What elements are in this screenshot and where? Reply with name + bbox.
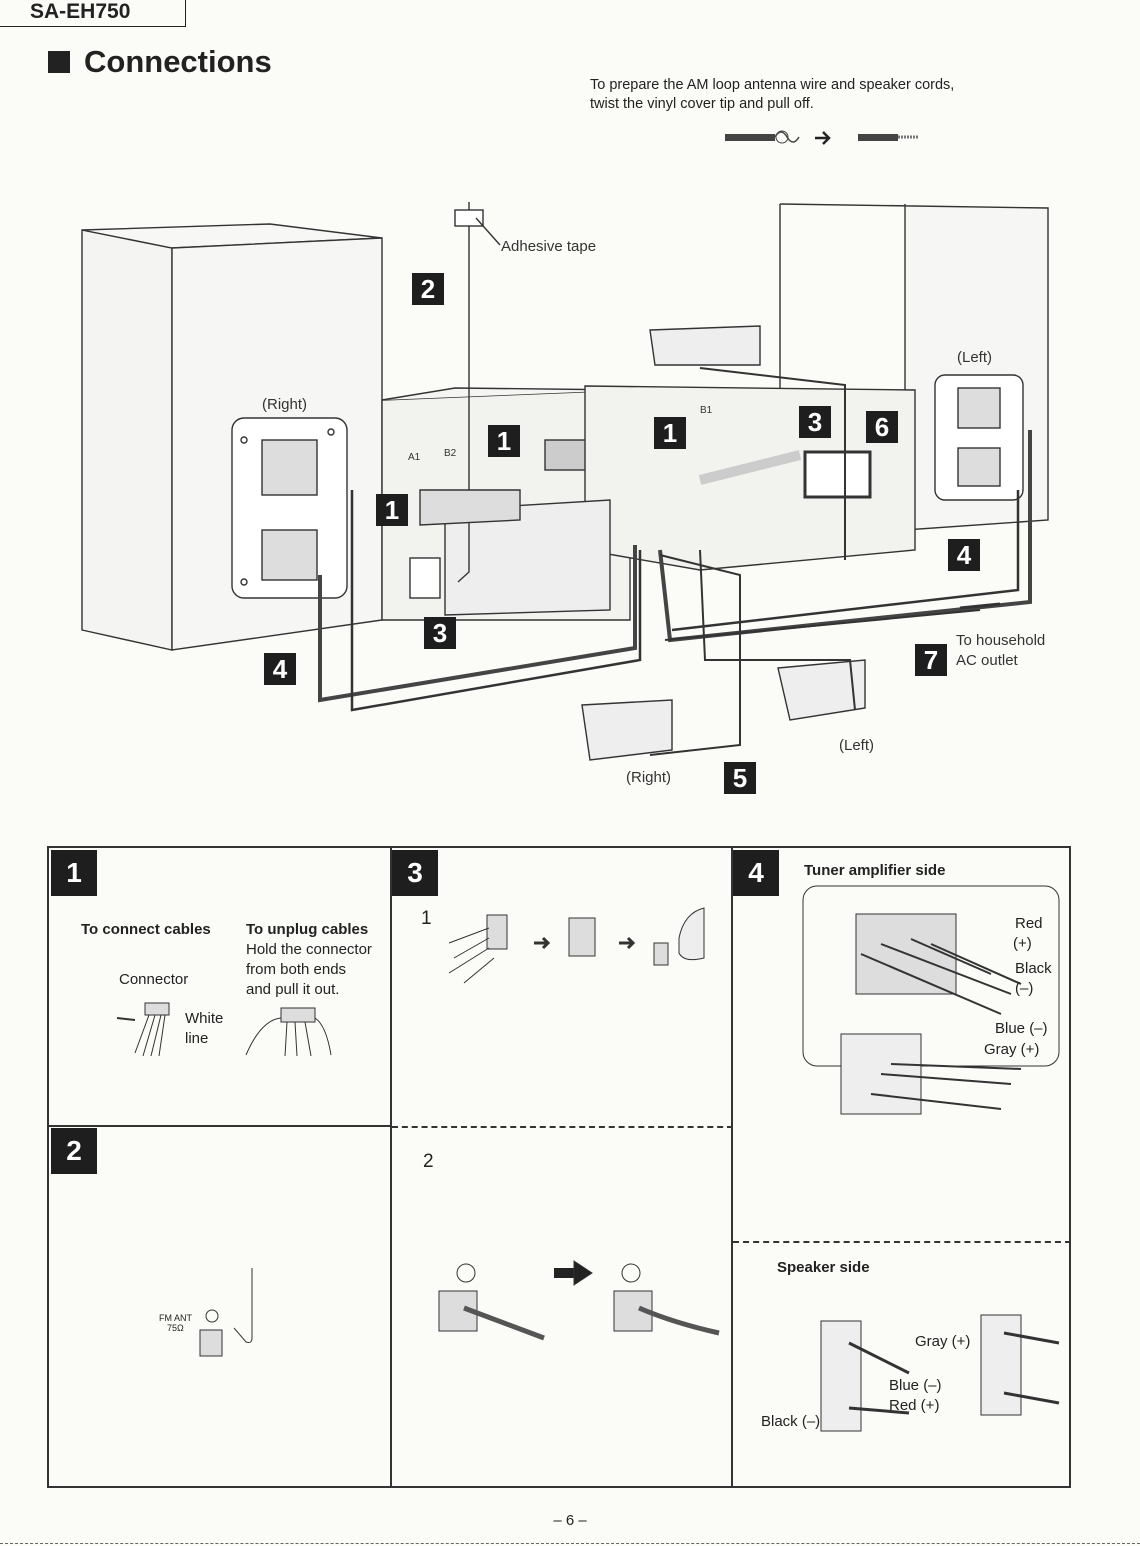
instruction-panels: 1 To connect cables Connector White line… [47,846,1071,1488]
speaker-side-title: Speaker side [777,1259,870,1276]
black-sign: (–) [1015,980,1034,997]
dashed-divider [392,1126,733,1128]
label-right-surround: (Right) [626,769,672,786]
step-2-label: 2 [423,1151,434,1172]
dashed-divider [733,1241,1071,1243]
sp-gray-label: Gray (+) [915,1333,971,1350]
badge-4-right: 4 [948,539,980,571]
divider [49,1125,392,1127]
panel-3-number: 3 [392,850,438,896]
badge-6: 6 [866,411,898,443]
sp-red-label: Red (+) [889,1397,940,1414]
black-label: Black [1015,960,1052,977]
model-number: SA-EH750 [0,0,186,27]
badge-7: 7 [915,644,947,676]
connect-cable-illustration [116,1002,170,1057]
badge-5: 5 [724,762,756,794]
divider [731,848,733,1486]
wire-prep-illustration [725,130,918,145]
panel-2-number: 2 [51,1128,97,1174]
ohm-label: 75Ω [167,1323,184,1333]
fm-antenna-illustration [199,1268,253,1357]
badge-1-left: 1 [376,494,408,526]
step-1-label: 1 [421,908,432,929]
gray-label: Gray (+) [984,1041,1040,1058]
unplug-text-1: Hold the connector [246,941,372,958]
sp-black-label: Black (–) [761,1413,821,1430]
label-left-speaker: (Left) [957,349,993,366]
tuner-amp-side-title: Tuner amplifier side [804,862,946,879]
unplug-cable-illustration [245,1007,332,1057]
connector-label: Connector [119,971,189,988]
step-1-illustration [448,907,705,984]
label-right-speaker: (Right) [262,396,308,413]
unplug-cables-title: To unplug cables [246,921,369,938]
sp-blue-label: Blue (–) [889,1377,942,1394]
panel-4-number: 4 [733,850,779,896]
section-title: Connections [84,44,272,79]
label-adhesive-tape: Adhesive tape [501,238,597,255]
heading-square-icon [48,51,70,73]
label-ac-outlet-2: AC outlet [956,652,1018,669]
badge-1-tuner: 1 [488,425,520,457]
white-line-label-1: White [185,1010,224,1027]
label-left-surround: (Left) [839,737,875,754]
tuner-amp-terminal-illustration [802,885,1060,1115]
label-b2: B2 [444,448,457,459]
speaker-terminal-illustration [820,1314,1060,1432]
red-label: Red [1015,915,1043,932]
badge-2: 2 [412,273,444,305]
fm-ant-label: FM ANT [159,1313,192,1323]
panel-1-number: 1 [51,850,97,896]
bottom-rule [0,1543,1140,1544]
step-2-illustration [438,1260,720,1341]
connect-cables-title: To connect cables [81,921,211,938]
blue-label: Blue (–) [995,1020,1048,1037]
page-number: – 6 – [553,1512,587,1529]
section-heading: Connections [48,44,272,80]
intro-line-1: To prepare the AM loop antenna wire and … [590,77,955,93]
divider [390,848,392,1486]
red-sign: (+) [1013,935,1032,952]
label-ac-outlet-1: To household [956,632,1046,649]
label-b1: B1 [700,405,713,416]
badge-3-amp: 3 [799,406,831,438]
white-line-label-2: line [185,1030,209,1047]
intro-line-2: twist the vinyl cover tip and pull off. [590,96,814,112]
badge-4-left: 4 [264,653,296,685]
unplug-text-2: from both ends [246,961,347,978]
unplug-text-3: and pull it out. [246,981,340,998]
label-a1: A1 [408,452,421,463]
intro-text: To prepare the AM loop antenna wire and … [590,76,1020,114]
badge-1-amp: 1 [654,417,686,449]
connection-diagram [81,202,1049,761]
badge-3-tuner: 3 [424,617,456,649]
